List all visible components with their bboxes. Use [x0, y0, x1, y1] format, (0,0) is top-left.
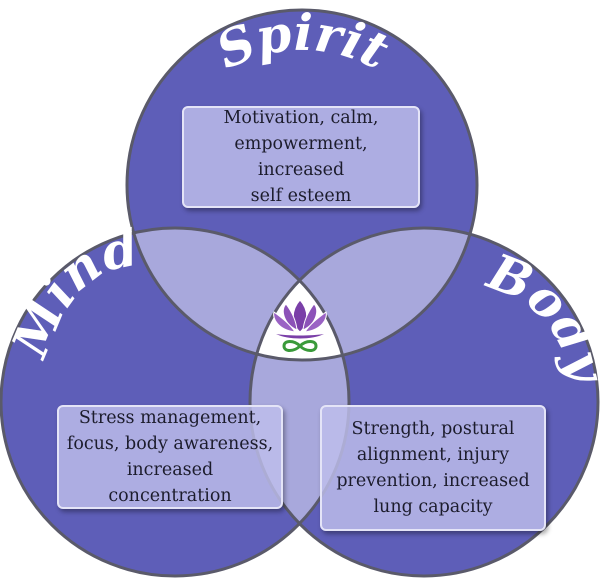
spirit-benefits-box: Motivation, calm, empowerment, increased… — [182, 106, 420, 208]
spirit-body-overlap — [250, 228, 477, 360]
body-benefits-text: Strength, postural alignment, injury pre… — [336, 419, 530, 517]
spirit-outline — [125, 8, 479, 362]
body-outline — [248, 226, 600, 578]
lotus-icon — [273, 299, 327, 352]
spirit-benefits-text: Motivation, calm, empowerment, increased… — [223, 108, 379, 206]
mind-outline — [0, 226, 351, 578]
body-benefits-box: Strength, postural alignment, injury pre… — [320, 405, 546, 531]
mind-benefits-box: Stress management, focus, body awareness… — [57, 405, 283, 509]
mind-benefits-text: Stress management, focus, body awareness… — [66, 408, 274, 506]
spirit-mind-overlap — [127, 228, 349, 360]
